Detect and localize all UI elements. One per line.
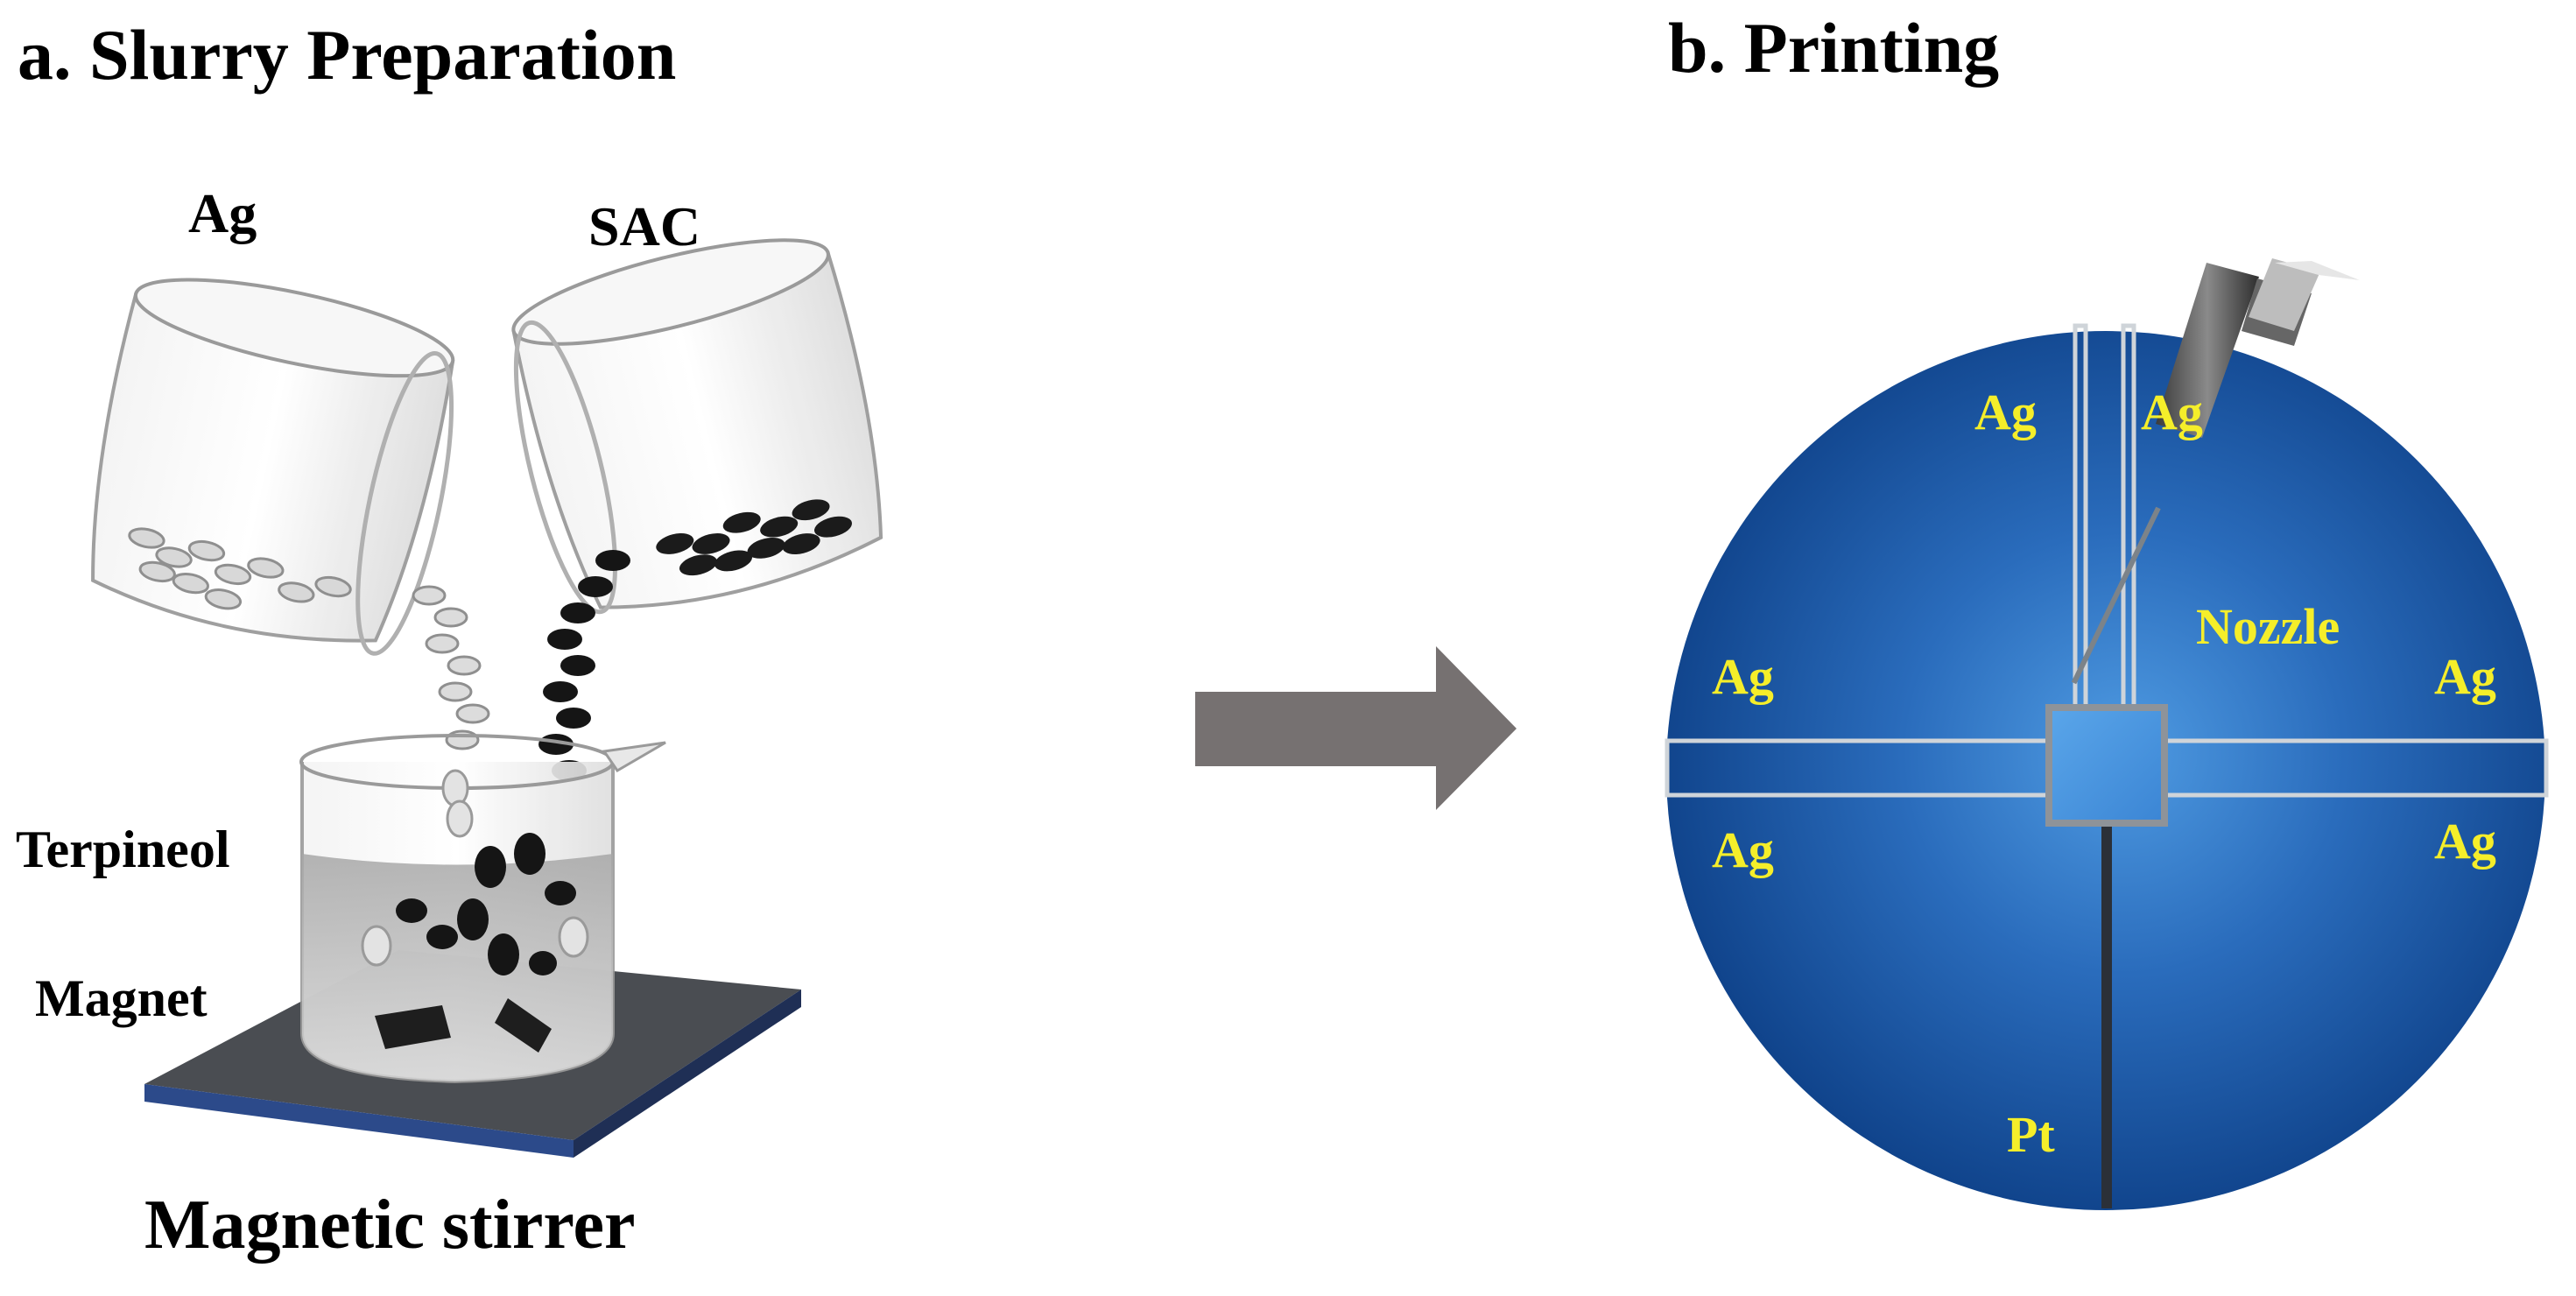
beaker <box>299 734 666 1084</box>
printing-nozzle <box>2071 258 2360 685</box>
ag-label-low-right: Ag <box>2434 813 2496 870</box>
nozzle-label: Nozzle <box>2196 598 2340 655</box>
terpineol-label: Terpineol <box>16 821 229 878</box>
ag-label-mid-left: Ag <box>1712 648 1774 705</box>
ag-label-mid-right: Ag <box>2434 648 2496 705</box>
ag-label: Ag <box>188 182 257 244</box>
pt-label: Pt <box>2007 1106 2055 1163</box>
electrode-pad <box>2045 704 2168 827</box>
sac-jar <box>511 238 883 615</box>
panel-a: a. Slurry Preparation Ag SAC <box>16 15 883 1264</box>
panel-b-labels: Ag Ag Nozzle Ag Ag Ag Ag Pt <box>1712 384 2496 1163</box>
ag-stream <box>412 585 490 750</box>
sac-particles-in-jar <box>656 499 853 576</box>
panel-a-title: a. Slurry Preparation <box>18 15 676 95</box>
panel-b: b. Printing Ag Ag Nozzle Ag Ag Ag Ag <box>1665 8 2549 1210</box>
ag-label-low-left: Ag <box>1712 821 1774 878</box>
sac-label: SAC <box>588 195 700 257</box>
ag-label-top-left: Ag <box>1974 384 2037 440</box>
magnet-label: Magnet <box>35 969 208 1027</box>
pt-trace <box>2101 823 2112 1208</box>
mixed-particles <box>361 769 589 976</box>
ag-jar <box>91 278 455 656</box>
beaker-spout <box>602 741 666 772</box>
ag-particles-in-jar <box>128 527 352 610</box>
panel-b-title: b. Printing <box>1668 8 1999 88</box>
magnetic-stirrer-label: Magnetic stirrer <box>144 1187 635 1264</box>
process-arrow <box>1195 646 1517 810</box>
ag-label-top-right: Ag <box>2141 384 2203 440</box>
magnet-bars <box>375 998 552 1053</box>
